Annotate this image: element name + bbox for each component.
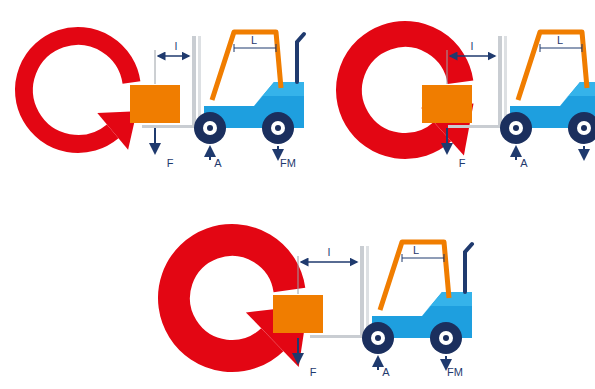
load-distance-label: l: [328, 246, 330, 258]
truck-weight-label: FM: [280, 157, 296, 169]
load-distance-label: l: [175, 40, 177, 52]
axle-reaction-label: A: [382, 366, 389, 378]
wheelbase-label: L: [413, 244, 419, 256]
load-force-label: F: [459, 157, 466, 169]
load-distance-label: l: [471, 40, 473, 52]
axle-reaction-label: A: [520, 157, 527, 169]
wheelbase-label: L: [251, 34, 257, 46]
load-force-label: F: [310, 366, 317, 378]
truck-weight-label: FM: [447, 366, 463, 378]
axle-reaction-label: A: [214, 157, 221, 169]
load-force-label: F: [167, 157, 174, 169]
wheelbase-label: L: [557, 34, 563, 46]
